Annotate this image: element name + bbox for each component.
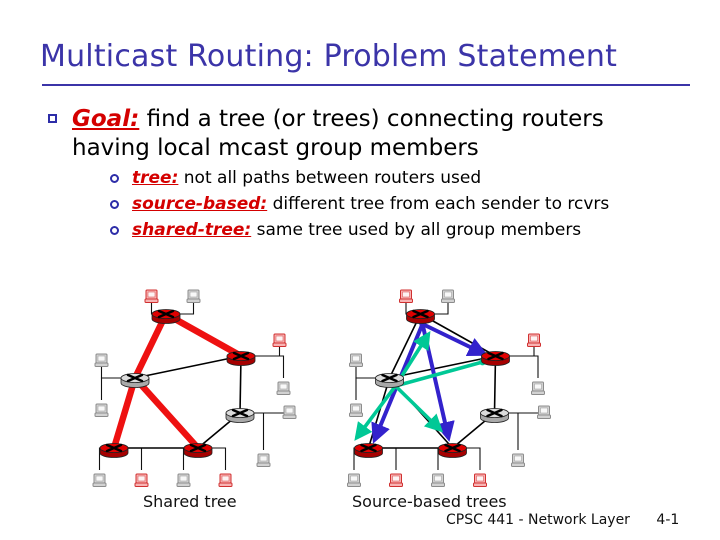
footer-page-number: 4-1	[656, 512, 680, 528]
sub-bullet-tree-body: not all paths between routers used	[178, 168, 482, 188]
host-icon[interactable]	[511, 453, 525, 467]
green-tree-arrow-R3-to-R2	[395, 360, 483, 388]
host-icon[interactable]	[282, 405, 297, 419]
shared-tree-caption: Shared tree	[143, 492, 237, 511]
circle-bullet-icon	[110, 226, 119, 235]
bullet-goal-text: Goal: find a tree (or trees) connecting …	[72, 106, 604, 161]
bullet-goal-body: find a tree (or trees) connecting router…	[72, 106, 604, 161]
sub-bullet-shared-tree-body: same tree used by all group members	[251, 220, 582, 240]
link-R1-R3	[388, 313, 422, 379]
link-R3-R5	[110, 374, 139, 452]
sub-bullet-shared-tree-text: shared-tree: same tree used by all group…	[132, 220, 581, 240]
sub-bullet-list: tree: not all paths between routers used…	[108, 167, 684, 242]
sub-bullet-source-based: source-based: different tree from each s…	[108, 193, 684, 216]
host-icon[interactable]	[276, 381, 291, 395]
page-title: Multicast Routing: Problem Statement	[40, 39, 618, 74]
host-icon[interactable]	[349, 403, 363, 417]
sub-bullet-shared-tree-keyword: shared-tree:	[132, 220, 252, 240]
blue-tree-arrow-R1-to-R6	[420, 323, 455, 442]
host-member-icon[interactable]	[134, 473, 149, 487]
host-icon[interactable]	[256, 453, 271, 467]
host-icon[interactable]	[349, 353, 363, 367]
sub-bullet-source-based-text: source-based: different tree from each s…	[132, 194, 609, 214]
host-member-icon[interactable]	[527, 333, 541, 347]
host-member-icon[interactable]	[389, 473, 403, 487]
bullet-goal-keyword: Goal:	[72, 106, 140, 132]
host-icon[interactable]	[94, 353, 109, 367]
slide-footer: CPSC 441 - Network Layer 4-1	[446, 512, 679, 528]
blue-tree-arrow-R1-to-R2	[421, 322, 489, 357]
router-node-R6[interactable]	[183, 443, 213, 458]
title-underline	[42, 84, 690, 86]
router-node-R4[interactable]	[225, 408, 255, 423]
circle-bullet-icon	[110, 200, 119, 209]
host-icon[interactable]	[94, 403, 109, 417]
link-R1-R3	[131, 310, 170, 382]
sub-bullet-shared-tree: shared-tree: same tree used by all group…	[108, 219, 684, 242]
router-node-R1[interactable]	[151, 309, 181, 324]
square-bullet-icon	[48, 114, 57, 123]
router-node-R4[interactable]	[480, 408, 509, 423]
sub-bullet-tree-keyword: tree:	[132, 168, 179, 188]
shared-tree-diagram	[92, 289, 297, 487]
hosts-layer	[92, 289, 297, 487]
link-R3-R2	[388, 355, 497, 379]
source-based-trees-diagram	[347, 289, 551, 487]
router-node-R1[interactable]	[406, 309, 435, 324]
link-R3-R6	[131, 374, 202, 452]
router-node-R6[interactable]	[438, 443, 467, 458]
host-member-icon[interactable]	[218, 473, 233, 487]
host-icon[interactable]	[347, 473, 361, 487]
sub-bullet-source-based-body: different tree from each sender to rcvrs	[267, 194, 610, 214]
green-tree-arrow-R3-to-R5	[354, 384, 397, 441]
host-icon[interactable]	[186, 289, 201, 303]
host-icon[interactable]	[537, 405, 551, 419]
router-node-R2[interactable]	[481, 351, 510, 366]
routers-layer	[354, 309, 510, 458]
bullet-goal: Goal: find a tree (or trees) connecting …	[44, 105, 684, 242]
green-tree-arrow-R3-to-R6	[394, 384, 444, 433]
router-node-R5[interactable]	[354, 443, 383, 458]
router-node-R3[interactable]	[375, 373, 404, 388]
link-R3-R2	[134, 355, 242, 379]
host-icon[interactable]	[92, 473, 107, 487]
host-icon[interactable]	[431, 473, 445, 487]
footer-course: CPSC 441 - Network Layer	[446, 512, 630, 528]
source-based-trees-caption: Source-based trees	[352, 492, 507, 511]
hosts-layer	[347, 289, 551, 487]
host-member-icon[interactable]	[272, 333, 287, 347]
routers-layer	[99, 309, 256, 458]
host-member-icon[interactable]	[144, 289, 159, 303]
host-member-icon[interactable]	[399, 289, 413, 303]
bullet-list: Goal: find a tree (or trees) connecting …	[44, 105, 684, 245]
router-node-R3[interactable]	[120, 373, 150, 388]
router-node-R2[interactable]	[226, 351, 256, 366]
sub-bullet-tree-text: tree: not all paths between routers used	[132, 168, 481, 188]
circle-bullet-icon	[110, 174, 119, 183]
host-icon[interactable]	[531, 381, 545, 395]
host-member-icon[interactable]	[473, 473, 487, 487]
router-node-R5[interactable]	[99, 443, 129, 458]
host-icon[interactable]	[176, 473, 191, 487]
host-icon[interactable]	[441, 289, 455, 303]
sub-bullet-tree: tree: not all paths between routers used	[108, 167, 684, 190]
sub-bullet-source-based-keyword: source-based:	[132, 194, 268, 214]
